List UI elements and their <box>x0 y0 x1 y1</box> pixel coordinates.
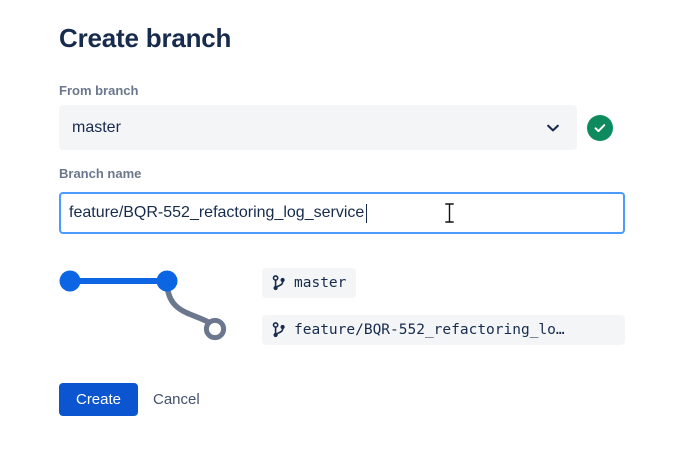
from-branch-value: master <box>72 118 121 136</box>
branch-pill-label: master <box>294 275 347 291</box>
branch-icon <box>272 322 286 338</box>
graph-node-new-branch <box>203 317 227 341</box>
branch-name-label: Branch name <box>59 166 142 181</box>
graph-node-head <box>156 270 178 292</box>
branch-icon <box>272 275 286 291</box>
text-caret <box>365 204 368 223</box>
branch-graph <box>52 262 242 348</box>
branch-name-value: feature/BQR-552_refactoring_log_service <box>61 203 368 223</box>
check-circle-icon <box>587 115 613 141</box>
branch-name-input[interactable]: feature/BQR-552_refactoring_log_service <box>59 192 625 234</box>
from-branch-select[interactable]: master <box>59 105 577 150</box>
branch-pill-label: feature/BQR-552_refactoring_lo… <box>294 322 565 338</box>
i-beam-cursor <box>444 203 455 223</box>
cancel-button[interactable]: Cancel <box>153 383 200 416</box>
page-title: Create branch <box>59 23 232 53</box>
chevron-down-icon[interactable] <box>544 119 562 137</box>
create-button[interactable]: Create <box>59 383 138 416</box>
graph-node-source <box>59 270 81 292</box>
from-branch-label: From branch <box>59 83 139 98</box>
branch-pill-source: master <box>262 268 357 298</box>
branch-pill-target: feature/BQR-552_refactoring_lo… <box>262 315 625 345</box>
